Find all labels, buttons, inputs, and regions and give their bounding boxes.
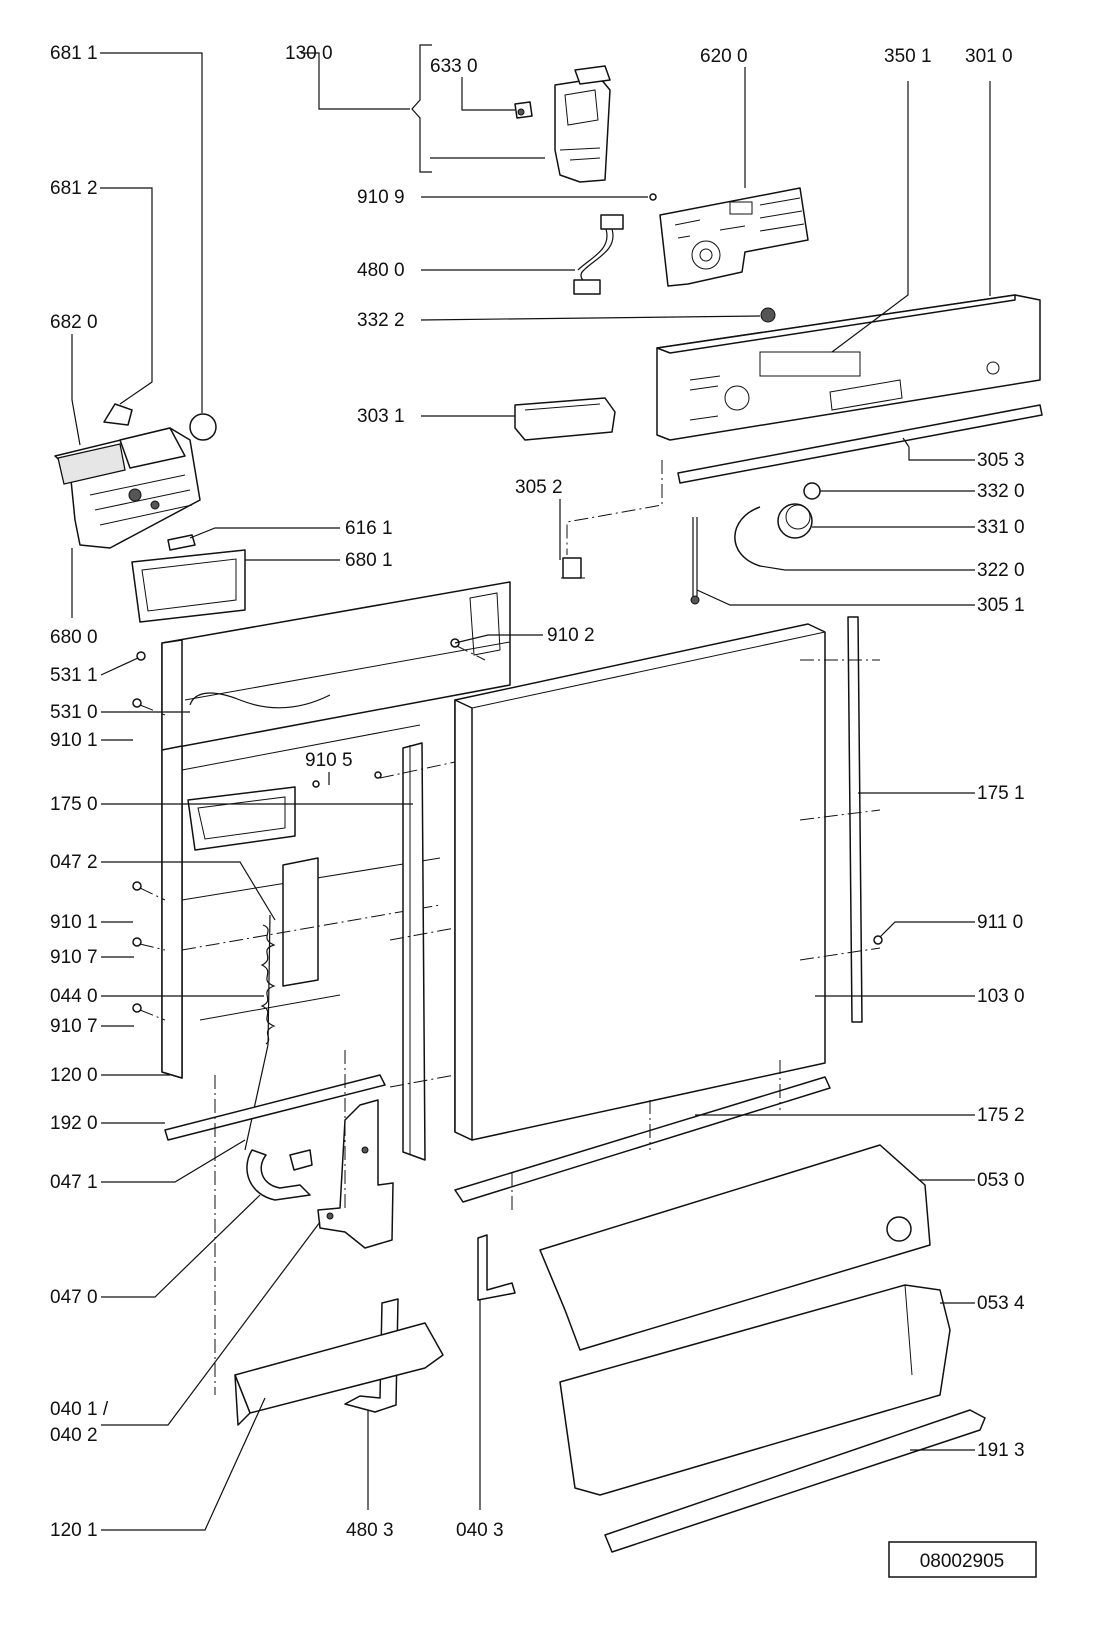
hinge-arm-047-0 — [246, 1149, 313, 1201]
label-130-0: 130 0 — [285, 43, 333, 64]
inner-door-120-0 — [161, 581, 511, 1079]
label-044-0: 044 0 — [50, 986, 98, 1007]
label-305-2: 305 2 — [515, 477, 563, 498]
label-047-1: 047 1 — [50, 1172, 98, 1193]
label-680-0: 680 0 — [50, 627, 98, 648]
display-housing-303-1 — [514, 397, 616, 441]
label-350-1: 350 1 — [884, 46, 932, 67]
hinge-bracket-040-1 — [317, 1099, 394, 1249]
label-620-0: 620 0 — [700, 46, 748, 67]
gasket-680-1 — [131, 549, 246, 623]
lid-681-2 — [103, 403, 133, 426]
label-616-1: 616 1 — [345, 518, 393, 539]
part-number-labels: 681 1 130 0 633 0 620 0 350 1 301 0 681 … — [50, 43, 1025, 1541]
label-910-7-b: 910 7 — [50, 1016, 98, 1037]
alignment-lines — [139, 460, 881, 1395]
label-040-2: 040 2 — [50, 1425, 98, 1446]
label-191-3: 191 3 — [977, 1440, 1025, 1461]
label-322-0: 322 0 — [977, 560, 1025, 581]
label-305-3: 305 3 — [977, 450, 1025, 471]
door-panel-103-0 — [454, 623, 826, 1141]
label-305-1: 305 1 — [977, 595, 1025, 616]
foot-strip-191-3 — [604, 1409, 986, 1553]
label-682-0: 682 0 — [50, 312, 98, 333]
label-047-0: 047 0 — [50, 1287, 98, 1308]
door-spring-044-0 — [244, 914, 276, 1151]
label-040-3: 040 3 — [456, 1520, 504, 1541]
label-910-5: 910 5 — [305, 750, 353, 771]
label-040-1: 040 1 / — [50, 1399, 109, 1420]
control-board-620-0 — [659, 187, 809, 287]
label-910-2: 910 2 — [547, 625, 595, 646]
label-303-1: 303 1 — [357, 406, 405, 427]
label-047-2: 047 2 — [50, 852, 98, 873]
bracket-assembly-633-0 — [514, 65, 611, 183]
label-531-0: 531 0 — [50, 702, 98, 723]
label-910-7-a: 910 7 — [50, 947, 98, 968]
label-120-1: 120 1 — [50, 1520, 98, 1541]
label-053-0: 053 0 — [977, 1170, 1025, 1191]
label-680-1: 680 1 — [345, 550, 393, 571]
rod-305-1 — [690, 517, 700, 605]
label-175-0: 175 0 — [50, 794, 98, 815]
detergent-dispenser-680-0 — [54, 427, 201, 549]
part-616-1 — [167, 534, 196, 551]
label-332-0: 332 0 — [977, 481, 1025, 502]
bracket-040-3 — [477, 1234, 516, 1301]
knob-bush-332-2 — [760, 307, 776, 323]
label-053-4: 053 4 — [977, 1293, 1025, 1314]
strip-192-0 — [164, 1074, 386, 1141]
screws-left — [132, 638, 883, 1013]
plate-120-1 — [234, 1322, 444, 1426]
side-strip-175-0 — [402, 742, 426, 1161]
control-panel-301-0 — [656, 294, 1041, 441]
label-480-3: 480 3 — [346, 1520, 394, 1541]
side-strip-175-1 — [847, 616, 863, 1023]
label-911-0: 911 0 — [977, 912, 1023, 933]
label-633-0: 633 0 — [430, 56, 478, 77]
label-681-2: 681 2 — [50, 178, 98, 199]
cap-681-1 — [189, 413, 217, 441]
label-910-1-b: 910 1 — [50, 912, 98, 933]
label-910-9: 910 9 — [357, 187, 405, 208]
label-175-2: 175 2 — [977, 1105, 1025, 1126]
wiring-harness-480-0 — [573, 214, 624, 295]
drawing-number-box: 08002905 — [888, 1541, 1037, 1578]
label-175-1: 175 1 — [977, 783, 1025, 804]
plinth-cover-053-4 — [559, 1284, 951, 1496]
label-910-1-a: 910 1 — [50, 730, 98, 751]
screw-910-9 — [649, 193, 657, 201]
label-531-1: 531 1 — [50, 665, 98, 686]
label-103-0: 103 0 — [977, 986, 1025, 1007]
drawing-number: 08002905 — [920, 1551, 1005, 1572]
label-192-0: 192 0 — [50, 1113, 98, 1134]
label-331-0: 331 0 — [977, 517, 1025, 538]
label-301-0: 301 0 — [965, 46, 1013, 67]
label-480-0: 480 0 — [357, 260, 405, 281]
knob-cap-332-0 — [803, 482, 821, 500]
plinth-bracket-053-0 — [539, 1144, 931, 1351]
strip-305-3 — [677, 404, 1043, 484]
label-332-2: 332 2 — [357, 310, 405, 331]
label-120-0: 120 0 — [50, 1065, 98, 1086]
clip-322-0 — [734, 506, 761, 567]
part-305-2 — [561, 557, 585, 579]
leader-lines — [71, 44, 991, 1531]
bracket-480-3 — [344, 1298, 399, 1413]
label-681-1: 681 1 — [50, 43, 98, 64]
knob-331-0 — [777, 503, 813, 539]
